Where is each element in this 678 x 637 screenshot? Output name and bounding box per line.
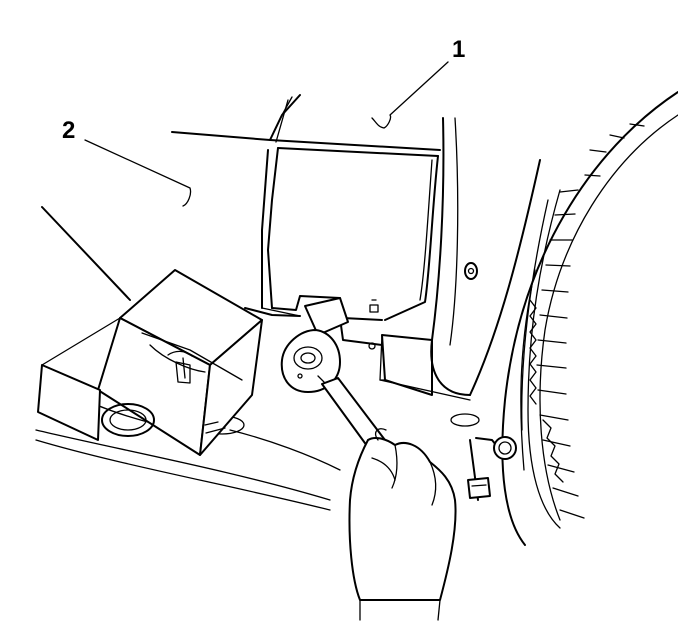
leader-1	[371, 61, 449, 129]
panel-hole	[464, 262, 478, 280]
socket	[304, 297, 349, 336]
callout-label-1: 1	[452, 36, 466, 63]
wheelhouse-panel	[379, 117, 541, 396]
tire-tread	[529, 123, 645, 519]
ratchet-head	[280, 329, 341, 393]
jack-block	[37, 269, 263, 456]
ratchet-wrench	[280, 297, 386, 451]
hand	[348, 428, 457, 621]
bolt-head	[493, 436, 517, 460]
jack-hole	[101, 403, 155, 437]
tire	[501, 91, 678, 546]
callout-leaders	[84, 61, 449, 207]
callout-label-2: 2	[62, 117, 76, 144]
body-panel	[171, 94, 441, 157]
nut	[467, 477, 491, 499]
splash-shield	[261, 147, 439, 350]
bracket	[467, 436, 517, 501]
leader-2	[84, 139, 192, 207]
